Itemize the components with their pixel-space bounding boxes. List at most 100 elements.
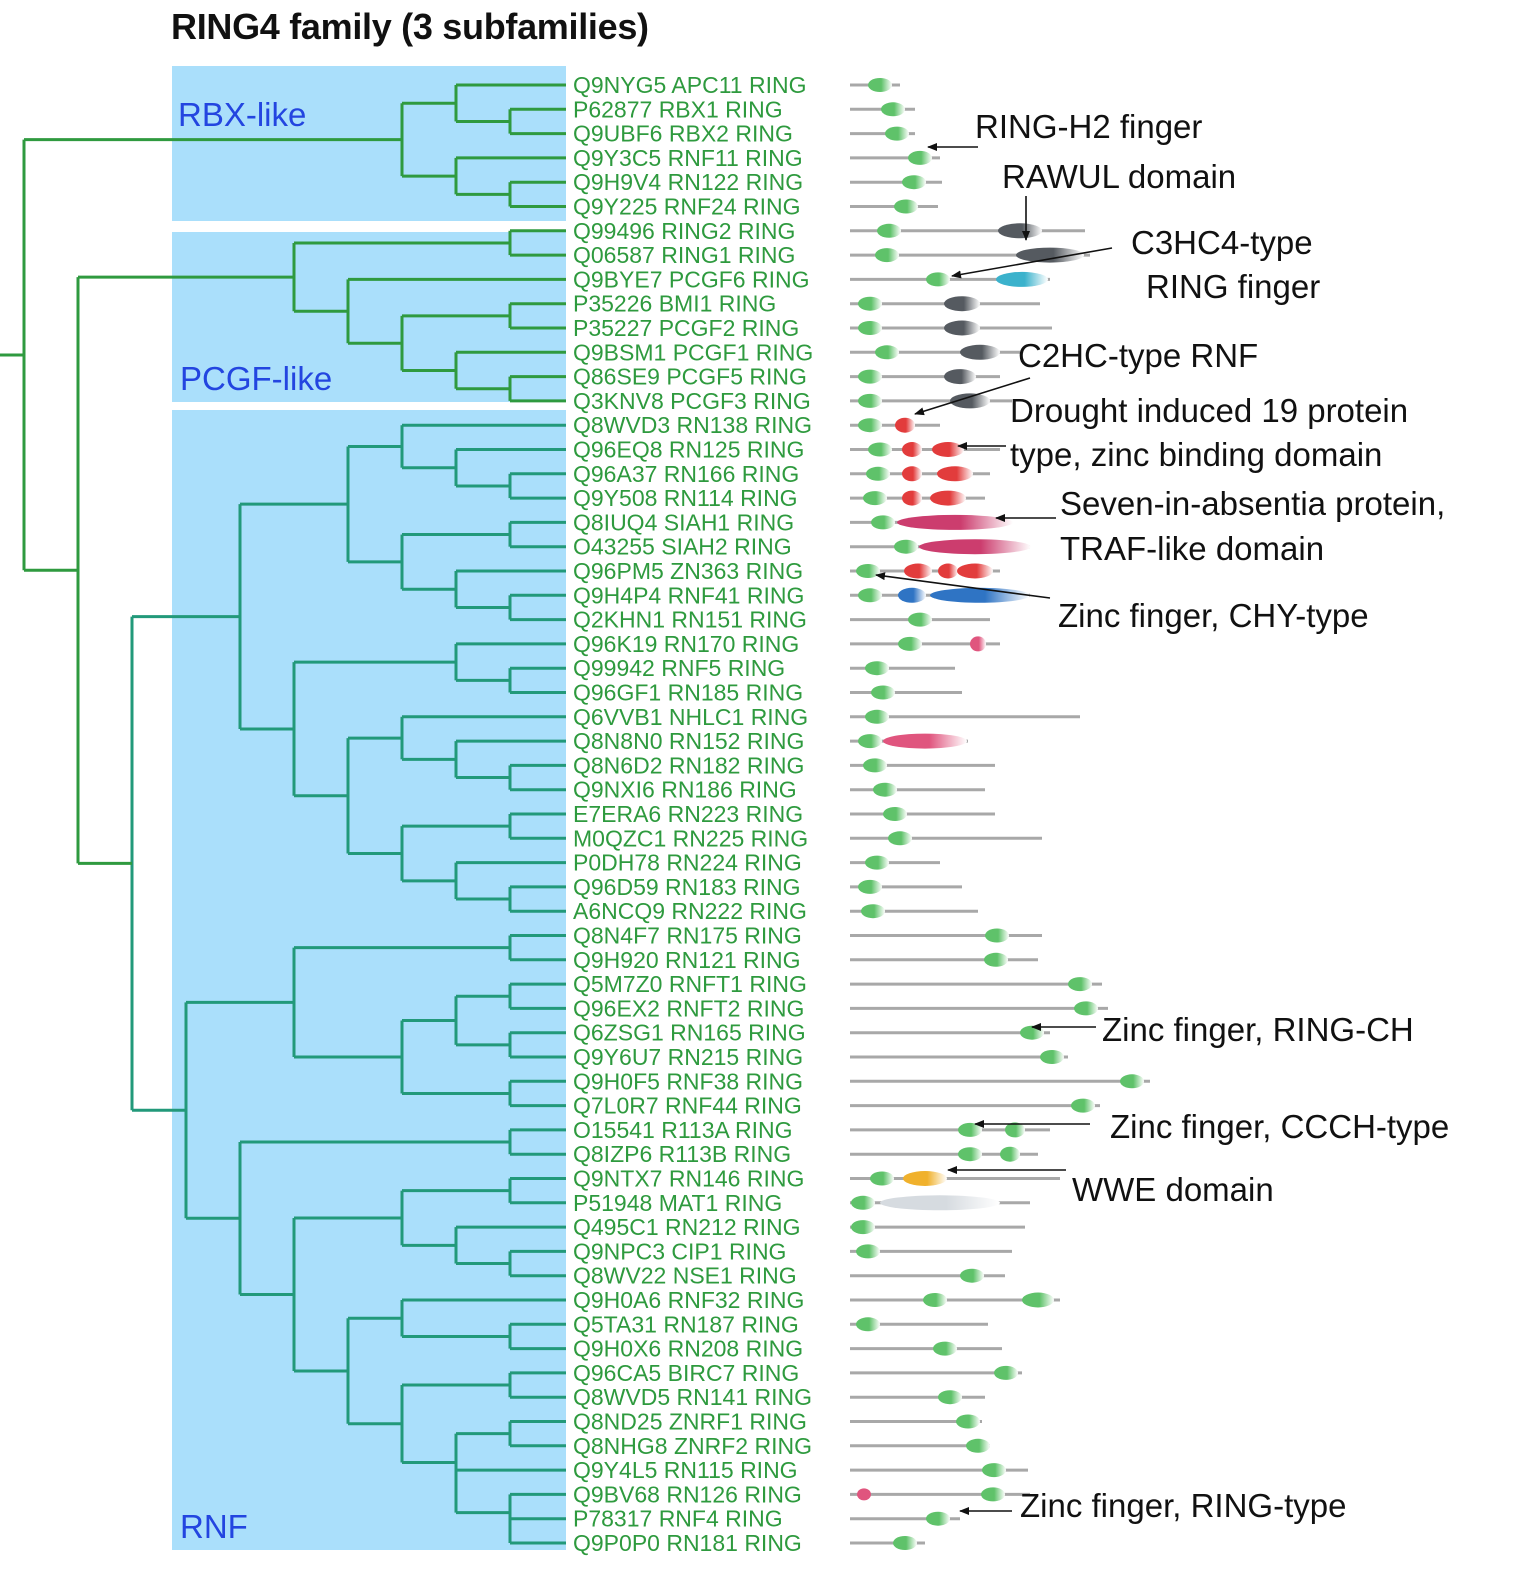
protein-domain [996, 271, 1048, 287]
leaf-label: Q86SE9 PCGF5 RING [573, 364, 807, 390]
annotation-label: RING-H2 finger [975, 108, 1202, 145]
ring-domain [873, 782, 897, 797]
clade-label: RBX-like [178, 96, 306, 133]
annotation-arrow [875, 572, 1051, 599]
protein-architecture [850, 490, 985, 506]
leaf-label: Q6ZSG1 RN165 RING [573, 1020, 806, 1046]
ring-domain [1068, 977, 1092, 992]
leaf-label: P35226 BMI1 RING [573, 291, 776, 317]
protein-domain [1016, 247, 1084, 263]
protein-domain [930, 587, 1030, 603]
protein-architecture [850, 320, 1052, 336]
ring-domain [994, 1365, 1018, 1380]
ring-domain [870, 1171, 894, 1186]
protein-architecture [850, 563, 1000, 579]
leaf-label: Q96EX2 RNFT2 RING [573, 995, 804, 1021]
protein-domain [937, 466, 973, 482]
protein-domain [883, 733, 967, 749]
ring-domain [933, 1341, 957, 1356]
ring-domain [877, 223, 901, 238]
annotation: C2HC-type RNF [914, 337, 1258, 416]
ring-domain [858, 879, 882, 894]
annotation-label: C2HC-type RNF [1018, 337, 1258, 374]
leaf-label: Q9BSM1 PCGF1 RING [573, 339, 813, 365]
protein-architecture [850, 758, 995, 773]
leaf-label: Q9Y6U7 RN215 RING [573, 1044, 803, 1070]
ring-domain [984, 952, 1008, 967]
leaf-label: Q9Y508 RN114 RING [573, 485, 798, 511]
annotation: WWE domain [947, 1166, 1274, 1208]
annotation-label: type, zinc binding domain [1010, 436, 1382, 473]
protein-domain [1005, 1122, 1025, 1138]
annotation-label: Zinc finger, CHY-type [1058, 597, 1369, 634]
protein-architecture [850, 1195, 1030, 1211]
leaf-label: M0QZC1 RN225 RING [573, 825, 808, 851]
protein-architecture [850, 1536, 925, 1550]
protein-architecture [850, 1438, 990, 1453]
leaf-label: Q5M7Z0 RNFT1 RING [573, 971, 807, 997]
protein-architecture [850, 977, 1102, 992]
ring-domain [893, 1536, 917, 1550]
protein-architecture [850, 344, 1020, 360]
leaf-label: Q9UBF6 RBX2 RING [573, 121, 793, 147]
protein-architecture [850, 199, 938, 214]
leaf-label: P35227 PCGF2 RING [573, 315, 799, 341]
protein-architecture [850, 223, 1085, 239]
protein-architecture [850, 782, 985, 797]
protein-architecture [850, 466, 990, 482]
protein-architecture [850, 1390, 985, 1405]
leaf-label: Q99942 RNF5 RING [573, 655, 785, 681]
clade-label: PCGF-like [180, 360, 332, 397]
ring-domain [858, 393, 882, 408]
leaf-label: Q7L0R7 RNF44 RING [573, 1093, 802, 1119]
ring-domain [981, 1487, 1005, 1502]
ring-domain [894, 199, 918, 214]
leaf-label: Q6VVB1 NHLC1 RING [573, 704, 808, 730]
protein-architecture [850, 1268, 1005, 1283]
protein-architecture [850, 247, 1090, 263]
figure-title: RING4 family (3 subfamilies) [171, 6, 649, 47]
leaf-label: Q96GF1 RN185 RING [573, 680, 803, 706]
annotation: Zinc finger, CCCH-type [974, 1108, 1449, 1145]
protein-domain [902, 490, 922, 506]
ring-domain [866, 466, 890, 481]
protein-architecture [850, 1220, 1025, 1235]
ring-domain [908, 612, 932, 627]
protein-domain [944, 369, 976, 385]
protein-architecture [850, 685, 962, 700]
protein-architecture [850, 904, 978, 919]
protein-architecture [850, 126, 915, 141]
leaf-label: Q8IUQ4 SIAH1 RING [573, 509, 794, 535]
protein-architecture [850, 271, 1050, 287]
protein-architecture [850, 417, 940, 433]
leaf-label: Q495C1 RN212 RING [573, 1214, 801, 1240]
protein-domain [903, 1171, 947, 1186]
annotation-arrow [951, 247, 1113, 279]
protein-architecture [850, 1487, 1030, 1502]
annotation-label: RAWUL domain [1002, 158, 1236, 195]
leaf-label: O15541 R113A RING [573, 1117, 792, 1143]
leaf-label: Q9NYG5 APC11 RING [573, 72, 807, 98]
protein-architecture [850, 1001, 1108, 1016]
leaf-label: E7ERA6 RN223 RING [573, 801, 803, 827]
leaf-label: Q96EQ8 RN125 RING [573, 437, 804, 463]
protein-architecture [850, 1414, 982, 1429]
protein-architecture [850, 612, 990, 627]
leaf-label: Q96CA5 BIRC7 RING [573, 1360, 799, 1386]
protein-architecture [850, 1317, 988, 1332]
protein-architecture [850, 102, 915, 117]
protein-architecture [850, 78, 900, 92]
annotation: RING-H2 finger [927, 108, 1202, 151]
ring-domain [858, 296, 882, 311]
protein-domain [944, 296, 980, 312]
ring-domain [923, 1293, 947, 1307]
ring-domain [888, 831, 912, 846]
leaf-label: Q8N6D2 RN182 RING [573, 752, 804, 778]
protein-domain [897, 514, 1013, 530]
annotation-label: RING finger [1146, 268, 1320, 305]
clade-box [172, 410, 566, 1550]
leaf-label: Q96A37 RN166 RING [573, 461, 799, 487]
protein-architecture [850, 296, 1040, 312]
